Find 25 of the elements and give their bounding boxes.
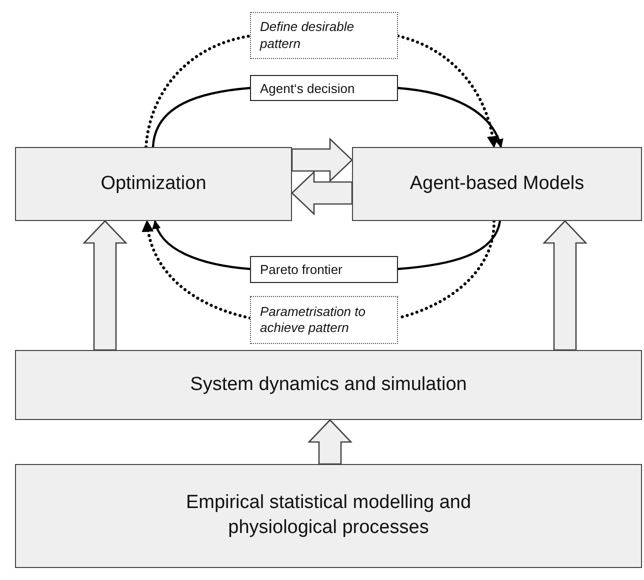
dotted-arrow: [142, 220, 252, 320]
process-box: [15, 350, 642, 420]
node-label: Parametrisation to achieve pattern: [260, 304, 366, 336]
process-box: [15, 464, 642, 568]
note-box: [250, 296, 398, 344]
node-label: Pareto frontier: [260, 262, 342, 277]
node-label: Agent-based Models: [410, 172, 584, 196]
note-box: [250, 12, 398, 59]
node-label: System dynamics and simulation: [190, 372, 467, 397]
block-arrow: [307, 419, 353, 465]
curved-arrow: [398, 86, 503, 148]
label-box: [250, 75, 398, 101]
block-arrow: [82, 220, 128, 351]
node-label: Define desirable pattern: [260, 19, 355, 52]
block-arrow: [291, 170, 353, 216]
process-box: [15, 147, 292, 221]
curved-arrow: [152, 220, 250, 270]
node-label: Empirical statistical modelling and physiological processes: [184, 491, 472, 540]
block-arrow: [291, 137, 353, 183]
dotted-arrow: [396, 34, 498, 148]
node-label: Optimization: [100, 172, 206, 196]
label-box: [250, 256, 398, 283]
block-arrow: [542, 220, 588, 351]
node-label: Agent‘s decision: [260, 80, 355, 96]
process-box: [352, 147, 642, 221]
